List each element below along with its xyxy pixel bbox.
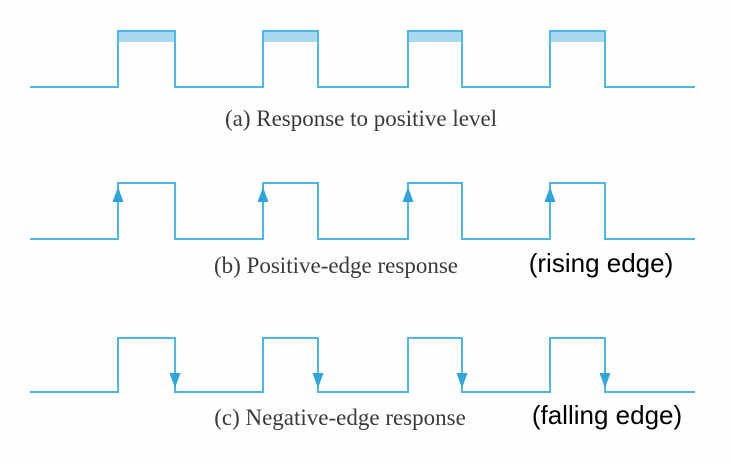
caption-negative-edge-response: (c) Negative-edge response (214, 405, 466, 430)
annotation-rising-edge: (rising edge) (528, 248, 674, 278)
falling-edge-arrow-icon (456, 373, 468, 388)
rising-edge-arrow-icon (544, 187, 556, 202)
rising-edge-arrow-icon (112, 187, 124, 202)
pulse-top-shade (408, 31, 462, 42)
rising-edge-arrow-icon (402, 187, 414, 202)
annotation-falling-edge: (falling edge) (531, 400, 683, 430)
waveform-row-b (30, 182, 695, 240)
square-wave-trace (30, 182, 695, 240)
falling-edge-arrow-icon (599, 373, 611, 388)
pulse-top-shade (263, 31, 318, 42)
falling-edge-arrow-icon (312, 373, 324, 388)
square-wave-trace (30, 30, 695, 88)
falling-edge-arrow-icon (169, 373, 181, 388)
rising-edge-arrow-icon (257, 187, 269, 202)
caption-positive-edge-response: (b) Positive-edge response (214, 253, 458, 278)
waveform-row-c (30, 337, 695, 393)
waveform-row-a (30, 30, 695, 88)
pulse-top-shade (118, 31, 175, 42)
pulse-top-shade (550, 31, 605, 42)
square-wave-trace (30, 337, 695, 393)
caption-response-positive-level: (a) Response to positive level (224, 106, 498, 131)
